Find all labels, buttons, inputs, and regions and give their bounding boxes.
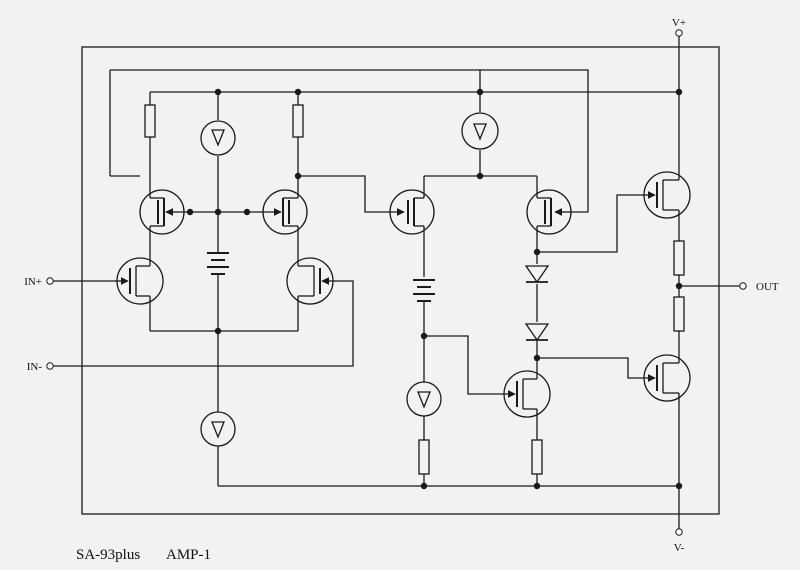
battery-symbol bbox=[413, 279, 435, 302]
mosfet-symbol bbox=[139, 189, 185, 235]
mosfet-symbol bbox=[642, 171, 691, 219]
diodes bbox=[524, 265, 550, 342]
terminals bbox=[46, 29, 747, 536]
resistor bbox=[673, 240, 685, 276]
resistors bbox=[144, 104, 685, 475]
bjt-symbol bbox=[502, 370, 551, 418]
current-source-symbol bbox=[406, 381, 442, 417]
resistor bbox=[144, 104, 156, 138]
bjt-symbol bbox=[115, 257, 164, 305]
junction-dots bbox=[186, 88, 683, 490]
mosfet-symbol bbox=[642, 354, 691, 402]
battery-symbol bbox=[207, 252, 229, 275]
current-source-symbol bbox=[200, 411, 236, 447]
current-sources bbox=[200, 112, 499, 447]
package-outline bbox=[81, 46, 720, 515]
terminal-in-plus bbox=[46, 277, 54, 285]
label-in-minus: IN- bbox=[27, 361, 43, 373]
diode-symbol bbox=[524, 265, 550, 284]
terminal-v-plus bbox=[675, 29, 683, 37]
label-out: OUT bbox=[756, 281, 779, 293]
current-source-symbol bbox=[461, 112, 499, 150]
current-source-symbol bbox=[200, 120, 236, 156]
terminal-in-minus bbox=[46, 362, 54, 370]
label-v-minus: V- bbox=[674, 542, 685, 554]
diode-symbol bbox=[524, 323, 550, 342]
terminal-out bbox=[739, 282, 747, 290]
mosfet-symbol bbox=[386, 189, 435, 235]
caption-part: SA-93plus bbox=[76, 547, 140, 563]
bjt-symbol bbox=[286, 257, 334, 305]
resistor bbox=[673, 296, 685, 332]
mosfet-symbol bbox=[261, 189, 308, 235]
label-in-plus: IN+ bbox=[24, 276, 42, 288]
label-v-plus: V+ bbox=[672, 17, 686, 29]
terminal-v-minus bbox=[675, 528, 683, 536]
resistor bbox=[418, 439, 430, 475]
transistors bbox=[115, 171, 691, 418]
batteries bbox=[207, 252, 435, 302]
resistor bbox=[531, 439, 543, 475]
caption-name: AMP-1 bbox=[166, 547, 211, 563]
resistor bbox=[292, 104, 304, 138]
mosfet-symbol bbox=[526, 189, 572, 235]
